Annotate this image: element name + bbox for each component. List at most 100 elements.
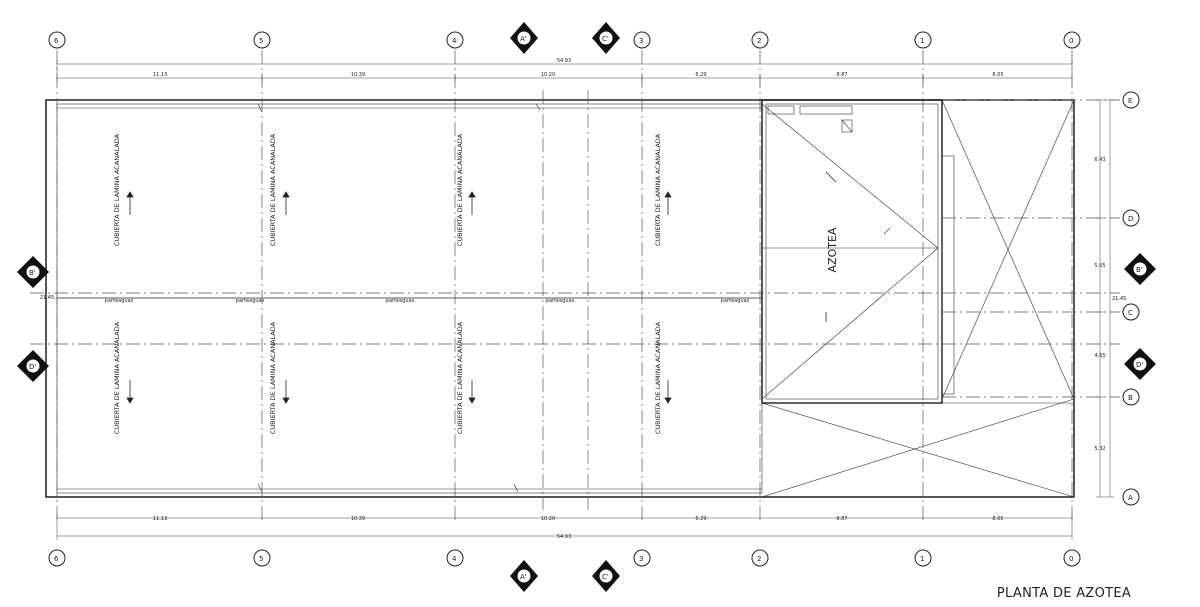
dim-right-1: 6.43	[1094, 157, 1105, 163]
svg-text:D': D'	[29, 363, 36, 371]
section-mark-c-bottom: C'	[592, 560, 620, 592]
svg-text:1: 1	[920, 555, 924, 563]
dim-bottom-total: 54.93	[557, 534, 571, 540]
ridge-label-2: parteaguas	[236, 298, 265, 304]
bottom-dimension-lines	[56, 514, 1073, 540]
axis-bubble-C: C	[1122, 303, 1140, 321]
dim-top-total: 54.93	[557, 58, 571, 64]
ridge-label-5: parteaguas	[721, 298, 750, 304]
axis-bubble-4-top: 4	[446, 31, 464, 49]
roof-label-1: CUBIERTA DE LAMINA ACANALADA	[113, 133, 121, 246]
dim-top-3: 10.20	[541, 72, 555, 78]
axis-bubble-5-top: 5	[253, 31, 271, 49]
svg-text:0: 0	[1069, 37, 1073, 45]
ridge-label-3: parteaguas	[386, 298, 415, 304]
axis-bubble-A: A	[1122, 488, 1140, 506]
svg-text:B': B'	[1136, 266, 1143, 274]
section-mark-c-top: C'	[592, 22, 620, 54]
dim-bottom-1: 11.13	[153, 516, 167, 522]
section-mark-d-right: D'	[1124, 348, 1156, 380]
svg-text:C': C'	[602, 35, 609, 43]
svg-text:3: 3	[639, 555, 643, 563]
dim-right-3: 4.65	[1094, 353, 1105, 359]
axis-bubble-1-bottom: 1	[914, 549, 932, 567]
axis-bubble-D: D	[1122, 209, 1140, 227]
axis-bubble-E: E	[1122, 91, 1140, 109]
dim-right-4: 5.32	[1094, 446, 1105, 452]
svg-text:6: 6	[54, 37, 59, 45]
dim-bottom-4: 6.29	[695, 516, 706, 522]
axis-bubble-1-top: 1	[914, 31, 932, 49]
ridge-label-4: parteaguas	[546, 298, 575, 304]
svg-text:B': B'	[29, 269, 36, 277]
axis-bubble-0-bottom: 0	[1063, 549, 1081, 567]
svg-text:5: 5	[259, 555, 263, 563]
top-dimension-lines	[56, 60, 1073, 82]
dim-right-2: 5.05	[1094, 263, 1105, 269]
section-mark-d-left: D'	[17, 350, 49, 382]
section-mark-a-top: A'	[510, 22, 538, 54]
axis-bubble-2-top: 2	[751, 31, 769, 49]
axis-bubble-3-top: 3	[633, 31, 651, 49]
dim-bottom-3: 10.20	[541, 516, 555, 522]
svg-text:5: 5	[259, 37, 263, 45]
void-cross-bottom	[761, 398, 1075, 498]
svg-text:3: 3	[639, 37, 643, 45]
svg-text:2: 2	[757, 37, 761, 45]
axis-bubble-6-top: 6	[48, 31, 66, 49]
dim-bottom-6: 8.05	[992, 516, 1003, 522]
svg-text:A': A'	[520, 35, 527, 43]
roof-label-8: CUBIERTA DE LAMINA ACANALADA	[654, 321, 662, 434]
azotea-slope-lines	[761, 103, 939, 400]
dim-top-2: 10.39	[351, 72, 365, 78]
svg-text:4: 4	[452, 555, 457, 563]
dim-left-total: 21.45	[40, 295, 54, 301]
drawing-title: PLANTA DE AZOTEA	[997, 586, 1131, 601]
dim-right-total: 21.45	[1112, 296, 1126, 302]
svg-text:A': A'	[520, 573, 527, 581]
svg-text:0: 0	[1069, 555, 1073, 563]
axis-bubble-3-bottom: 3	[633, 549, 651, 567]
dim-bottom-2: 10.39	[351, 516, 365, 522]
dim-bottom-5: 8.87	[836, 516, 847, 522]
svg-text:C': C'	[602, 573, 609, 581]
dim-top-1: 11.13	[153, 72, 167, 78]
svg-text:C: C	[1128, 309, 1133, 317]
building-outline	[45, 99, 1075, 498]
svg-text:2: 2	[757, 555, 761, 563]
horizontal-axis-lines	[30, 99, 1120, 398]
section-mark-b-right: B'	[1124, 253, 1156, 285]
roof-details	[257, 103, 891, 493]
svg-text:1: 1	[920, 37, 924, 45]
svg-text:E: E	[1128, 97, 1132, 105]
roof-label-7: CUBIERTA DE LAMINA ACANALADA	[456, 321, 464, 434]
axis-bubble-2-bottom: 2	[751, 549, 769, 567]
roof-label-4: CUBIERTA DE LAMINA ACANALADA	[654, 133, 662, 246]
axis-bubble-4-bottom: 4	[446, 549, 464, 567]
section-mark-a-bottom: A'	[510, 560, 538, 592]
dim-top-4: 6.29	[695, 72, 706, 78]
section-mark-b-left: B'	[17, 256, 49, 288]
axis-bubble-B: B	[1122, 388, 1140, 406]
axis-bubble-5-bottom: 5	[253, 549, 271, 567]
svg-text:B: B	[1128, 394, 1133, 402]
roof-label-3: CUBIERTA DE LAMINA ACANALADA	[456, 133, 464, 246]
void-cross-top	[941, 99, 1075, 400]
svg-text:D: D	[1128, 215, 1133, 223]
ridge-label-1: parteaguas	[105, 298, 134, 304]
right-dimension-lines	[1096, 99, 1114, 498]
dim-top-5: 8.87	[836, 72, 847, 78]
azotea-label: AZOTEA	[826, 227, 839, 272]
roof-label-6: CUBIERTA DE LAMINA ACANALADA	[269, 321, 277, 434]
roof-label-2: CUBIERTA DE LAMINA ACANALADA	[269, 133, 277, 246]
svg-text:A: A	[1128, 494, 1133, 502]
azotea-enclosure	[761, 99, 943, 404]
svg-text:6: 6	[54, 555, 59, 563]
dim-top-6: 8.05	[992, 72, 1003, 78]
axis-bubble-0-top: 0	[1063, 31, 1081, 49]
roof-label-5: CUBIERTA DE LAMINA ACANALADA	[113, 321, 121, 434]
svg-text:4: 4	[452, 37, 457, 45]
axis-bubble-6-bottom: 6	[48, 549, 66, 567]
svg-text:D': D'	[1136, 361, 1143, 369]
